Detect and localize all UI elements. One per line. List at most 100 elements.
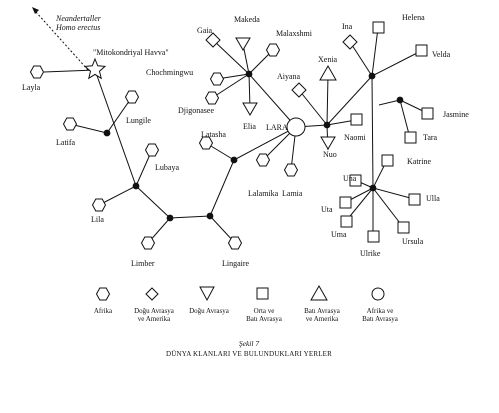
asia-hexagon-clans: Malaxshmi Chochmingwu Djigonasee — [146, 29, 313, 115]
figure-caption: Şekil 7 DÜNYA KLANLARI VE BULUNDUKLARI Y… — [166, 339, 332, 358]
clan-katrine: Katrine — [381, 154, 431, 167]
square-icon — [381, 154, 394, 167]
square-icon — [372, 21, 385, 34]
square-icon — [349, 174, 362, 187]
hexagon-icon — [95, 287, 111, 301]
clan-label: Chochmingwu — [146, 68, 193, 77]
legend-west-eurasia-america: Batı Avrasya ve Amerika — [304, 284, 341, 323]
clan-gaia: Gaia — [197, 26, 221, 48]
clan-label: Djigonasee — [178, 106, 214, 115]
clan-label: Lubaya — [155, 163, 179, 172]
central-west-eurasia-clans: Naomi Helena Velda Jasmine Tara Katrine … — [321, 13, 469, 258]
junction-node — [368, 72, 376, 80]
square-icon — [404, 131, 417, 144]
junction-node — [103, 129, 111, 137]
legend-africa-west-eurasia: Afrika ve Batı Avrasya — [362, 287, 399, 323]
west-eurasia-america-clans: Xenia — [318, 55, 338, 81]
legend-label: Doğu Avrasya — [134, 307, 175, 315]
junction-node — [230, 156, 238, 164]
triangle-down-icon — [320, 136, 336, 150]
clan-naomi: Naomi — [344, 113, 367, 142]
clan-label: Xenia — [318, 55, 338, 64]
junction-node — [132, 182, 140, 190]
diamond-icon — [205, 32, 221, 48]
clan-label: Lingaire — [222, 259, 250, 268]
clan-lungile: Lungile — [124, 90, 151, 125]
clan-label: Naomi — [344, 133, 367, 142]
clan-xenia: Xenia — [318, 55, 338, 81]
hexagon-icon — [198, 136, 214, 150]
clan-label: Velda — [432, 50, 451, 59]
triangle-down-icon — [199, 286, 215, 302]
hexagon-icon — [140, 236, 156, 250]
legend: Afrika Doğu Avrasya ve Amerika Doğu Avra… — [94, 284, 399, 323]
clan-latifa: Latifa — [56, 117, 78, 147]
junction-node — [166, 214, 174, 222]
clan-djigonasee: Djigonasee — [178, 91, 220, 115]
clan-malaxshmi: Malaxshmi — [265, 29, 313, 57]
clan-label: Gaia — [197, 26, 213, 35]
legend-africa: Afrika — [94, 287, 113, 315]
legend-label: Batı Avrasya — [304, 307, 341, 315]
junction-node — [396, 96, 404, 104]
hexagon-icon — [91, 198, 107, 212]
clan-una: Una — [343, 174, 362, 187]
hexagon-icon — [144, 143, 160, 157]
clan-label: Latasha — [201, 130, 226, 139]
hexagon-icon — [227, 236, 243, 250]
clan-uta: Uta — [321, 196, 352, 214]
clan-label: Lungile — [126, 116, 151, 125]
hexagon-icon — [204, 91, 220, 105]
clan-lamia: Lamia — [282, 163, 303, 198]
triangle-up-icon — [310, 284, 328, 301]
triangle-up-icon — [319, 64, 337, 81]
legend-label: Afrika ve — [367, 307, 394, 315]
square-icon — [340, 215, 353, 228]
junction-node — [245, 70, 253, 78]
star-icon — [83, 57, 107, 80]
square-icon — [408, 193, 421, 206]
clan-label: Aiyana — [277, 72, 301, 81]
clan-label: Helena — [402, 13, 425, 22]
clan-label: Uma — [331, 230, 347, 239]
clan-label: LARA — [266, 123, 288, 132]
clan-aiyana: Aiyana — [277, 72, 307, 98]
legend-east-eurasia: Doğu Avrasya — [189, 286, 230, 315]
square-icon — [397, 221, 410, 234]
clan-label: Ursula — [402, 237, 424, 246]
circle-icon — [371, 287, 385, 301]
clan-label: Ina — [342, 22, 353, 31]
hexagon-icon — [265, 43, 281, 57]
figure-title: DÜNYA KLANLARI VE BULUNDUKLARI YERLER — [166, 350, 332, 358]
figure-number: Şekil 7 — [239, 339, 259, 348]
clan-limber: Limber — [131, 236, 156, 268]
square-icon — [367, 230, 380, 243]
clan-label: Limber — [131, 259, 155, 268]
clan-label: Layla — [22, 83, 41, 92]
clan-label: Katrine — [407, 157, 431, 166]
legend-label: ve Amerika — [306, 315, 339, 323]
clan-label: Nuo — [323, 150, 337, 159]
clan-tara: Tara — [404, 131, 438, 144]
clan-helena: Helena — [372, 13, 425, 34]
junction-node — [369, 184, 377, 192]
clan-lalamika: Lalamika — [248, 153, 279, 198]
clan-label: Latifa — [56, 138, 76, 147]
diamond-icon — [145, 287, 159, 301]
circle-icon — [286, 117, 306, 137]
clan-lara: LARA — [266, 117, 306, 137]
clan-nuo: Nuo — [320, 136, 337, 159]
mito-eve-label: "Mitokondriyal Havva" — [93, 48, 169, 57]
tree-junctions — [103, 70, 404, 222]
clan-label: Lalamika — [248, 189, 279, 198]
clan-layla: Layla — [22, 65, 45, 92]
junction-node — [206, 212, 214, 220]
east-eurasia-america-clans: Gaia Aiyana Ina — [197, 22, 358, 98]
annotation-line2: Homo erectus — [55, 23, 100, 32]
legend-label: Batı Avrasya — [362, 315, 399, 323]
square-icon — [350, 113, 363, 126]
clan-label: Lila — [91, 215, 104, 224]
clan-jasmine: Jasmine — [421, 107, 469, 120]
